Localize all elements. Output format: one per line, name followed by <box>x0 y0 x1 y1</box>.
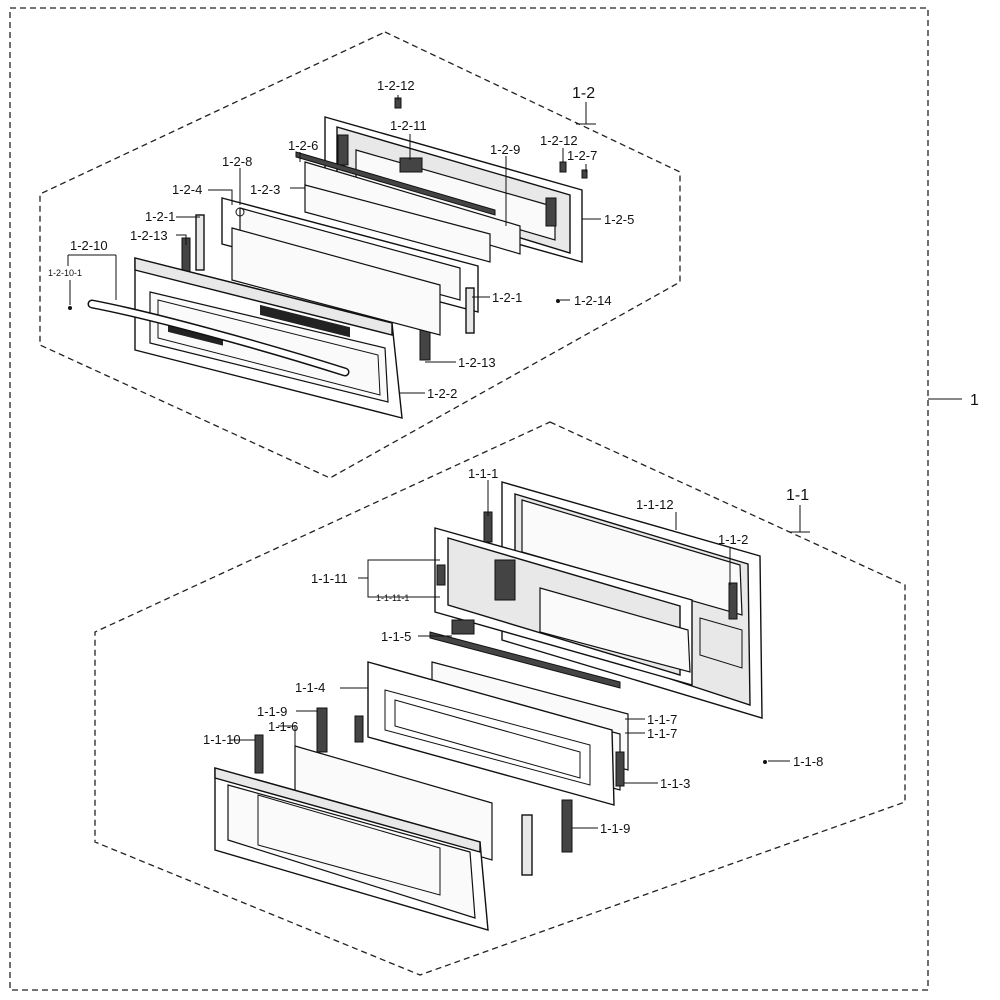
label-1-2-10-1: 1-2-10-1 <box>48 268 82 278</box>
label-1-2-13-b: 1-2-13 <box>458 355 496 370</box>
label-1-2-14: 1-2-14 <box>574 293 612 308</box>
part-1-1-1-bracket <box>483 511 493 543</box>
lower-door-assembly <box>214 481 767 931</box>
part-1-2-6-gasket-bar <box>295 151 496 216</box>
part-1-2-1-bracket-left <box>195 214 205 271</box>
part-1-2-3-glass <box>304 184 491 263</box>
label-1-1-11-1: 1-1-11-1 <box>376 593 409 603</box>
label-1-2-3: 1-2-3 <box>250 182 280 197</box>
label-1-2-1-a: 1-2-1 <box>145 209 175 224</box>
part-1-2-14-screw <box>556 299 560 303</box>
part-1-1-2-bracket <box>728 582 738 620</box>
upper-door-assembly <box>68 97 588 419</box>
part-1-1-8-screw <box>763 760 767 764</box>
label-1-1-7-b: 1-1-7 <box>647 726 677 741</box>
label-1-2-2: 1-2-2 <box>427 386 457 401</box>
label-1-1-3: 1-1-3 <box>660 776 690 791</box>
part-1-1-5-clip <box>451 619 475 635</box>
part-1-2-12-screw-b <box>559 161 567 173</box>
part-1-1-3-bracket <box>615 751 625 787</box>
label-1-2-9: 1-2-9 <box>490 142 520 157</box>
label-1-2-1-b: 1-2-1 <box>492 290 522 305</box>
leader-lines <box>67 95 962 829</box>
label-1-1: 1-1 <box>786 487 809 504</box>
group-1-1-boundary <box>94 421 906 976</box>
part-1-1-11-inner-frame <box>434 527 693 686</box>
part-1-1-9-plate <box>521 814 533 876</box>
part-1-1-9-hinge-left <box>316 707 328 753</box>
label-1-1-10: 1-1-10 <box>203 732 241 747</box>
label-1-2: 1-2 <box>572 85 595 102</box>
label-1: 1 <box>970 392 979 409</box>
label-1-2-8: 1-2-8 <box>222 154 252 169</box>
part-1-1-10-front-door <box>214 734 489 931</box>
label-1-2-6: 1-2-6 <box>288 138 318 153</box>
label-1-2-11: 1-2-11 <box>390 118 427 133</box>
label-1-1-9-b: 1-1-9 <box>600 821 630 836</box>
part-1-2-1-bracket-right <box>465 287 475 334</box>
label-1-1-11: 1-1-11 <box>311 571 348 586</box>
upper-door-inner-glass <box>231 227 441 336</box>
label-1-2-4: 1-2-4 <box>172 182 202 197</box>
label-1-2-13-a: 1-2-13 <box>130 228 168 243</box>
label-1-1-8: 1-1-8 <box>793 754 823 769</box>
label-1-2-5: 1-2-5 <box>604 212 634 227</box>
label-1-1-4: 1-1-4 <box>295 680 325 695</box>
part-1-1-4-door-frame <box>354 661 615 806</box>
part-1-1-9-hinge-right <box>561 799 573 853</box>
part-1-2-7-screw <box>581 169 588 179</box>
label-1-2-10: 1-2-10 <box>70 238 108 253</box>
label-1-2-7: 1-2-7 <box>567 148 597 163</box>
label-1-1-6: 1-1-6 <box>268 719 298 734</box>
label-1-1-2: 1-1-2 <box>718 532 748 547</box>
label-1-2-12-a: 1-2-12 <box>377 78 415 93</box>
label-1-1-1: 1-1-1 <box>468 466 498 481</box>
label-1-1-7-a: 1-1-7 <box>647 712 677 727</box>
label-1-1-9-a: 1-1-9 <box>257 704 287 719</box>
callout-labels: 1 1-2 1-1 1-2-12 1-2-11 1-2-12 1-2-7 1-2… <box>48 78 979 836</box>
part-1-2-10-1-screw <box>68 306 72 310</box>
label-1-2-12-b: 1-2-12 <box>540 133 578 148</box>
label-1-1-5: 1-1-5 <box>381 629 411 644</box>
label-1-1-12: 1-1-12 <box>636 497 674 512</box>
